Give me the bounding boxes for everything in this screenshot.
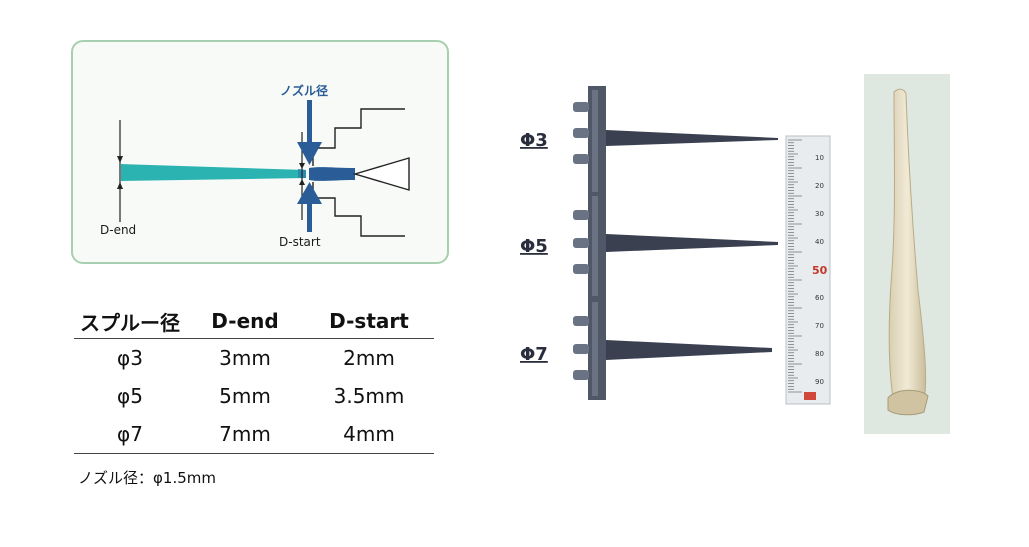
d-start-arrow-top [299, 163, 305, 169]
d-end-label: D-end [100, 223, 136, 237]
cell-sprue: φ5 [117, 384, 143, 408]
nozzle-arrow-bottom-shaft [307, 202, 312, 232]
cell-d-end: 3mm [219, 346, 271, 370]
sprue-spec-table: スプルー径 D-end D-start φ3 3mm 2mm φ5 5mm 3.… [74, 304, 434, 454]
sprue-diagram-panel: ノズル径 D-end D-start [71, 40, 449, 264]
header-sprue-diameter: スプルー径 [74, 304, 186, 339]
phi-label: Φ3 [520, 130, 548, 151]
cell-d-end: 5mm [219, 384, 271, 408]
sprue-photo: Φ3 Φ5 Φ7 10 20 30 40 50 60 70 80 90 [520, 74, 950, 434]
cell-d-start: 4mm [304, 415, 434, 454]
ruler-number: 70 [815, 322, 824, 330]
table-header-row: スプルー径 D-end D-start [74, 304, 434, 339]
nozzle-arrow-top-head [297, 142, 322, 165]
mold-outline-bottom [312, 182, 405, 237]
nozzle-cone [352, 157, 410, 191]
ruler: 10 20 30 40 50 60 70 80 90 [785, 135, 831, 405]
ruler-number: 50 [812, 264, 828, 277]
sprue-shape [121, 164, 306, 181]
d-end-arrow-bottom [117, 182, 123, 189]
nozzle-tip [309, 167, 355, 181]
ruler-ticks [788, 139, 802, 393]
nozzle-arrow-bottom-head [297, 182, 322, 204]
table-row: φ3 3mm 2mm [74, 339, 434, 378]
cell-d-start: 3.5mm [333, 384, 405, 408]
phi-label: Φ5 [520, 236, 548, 257]
header-d-start: D-start [304, 304, 434, 339]
ruler-number: 90 [815, 378, 824, 386]
ruler-number: 80 [815, 350, 824, 358]
cell-sprue: φ7 [74, 415, 186, 454]
ruler-number: 10 [815, 154, 824, 162]
table-row: φ5 5mm 3.5mm [74, 377, 434, 415]
sprue-bushing-phi5 [573, 192, 778, 300]
header-d-end: D-end [186, 304, 304, 339]
ruler-number: 60 [815, 294, 824, 302]
molded-sprue-sample [864, 74, 950, 434]
phi-label: Φ7 [520, 344, 548, 365]
d-start-arrow-bottom [299, 179, 305, 185]
d-end-arrow-top [117, 156, 123, 163]
cell-d-start: 2mm [343, 346, 395, 370]
mold-outline-top [312, 108, 405, 166]
nozzle-diameter-note: ノズル径：φ1.5mm [78, 469, 216, 487]
d-start-label: D-start [279, 235, 321, 249]
table-row: φ7 7mm 4mm [74, 415, 434, 454]
nozzle-arrow-top-shaft [307, 100, 312, 144]
ruler-number: 20 [815, 182, 824, 190]
ruler-number: 30 [815, 210, 824, 218]
sprue-diagram: ノズル径 D-end D-start [100, 83, 410, 249]
cell-sprue: φ3 [117, 346, 143, 370]
nozzle-diameter-label: ノズル径 [280, 83, 328, 98]
ruler-number: 40 [815, 238, 824, 246]
sprue-bushing-phi3 [573, 86, 778, 204]
cell-d-end: 7mm [186, 415, 304, 454]
sprue-bushing-phi7 [573, 298, 772, 400]
